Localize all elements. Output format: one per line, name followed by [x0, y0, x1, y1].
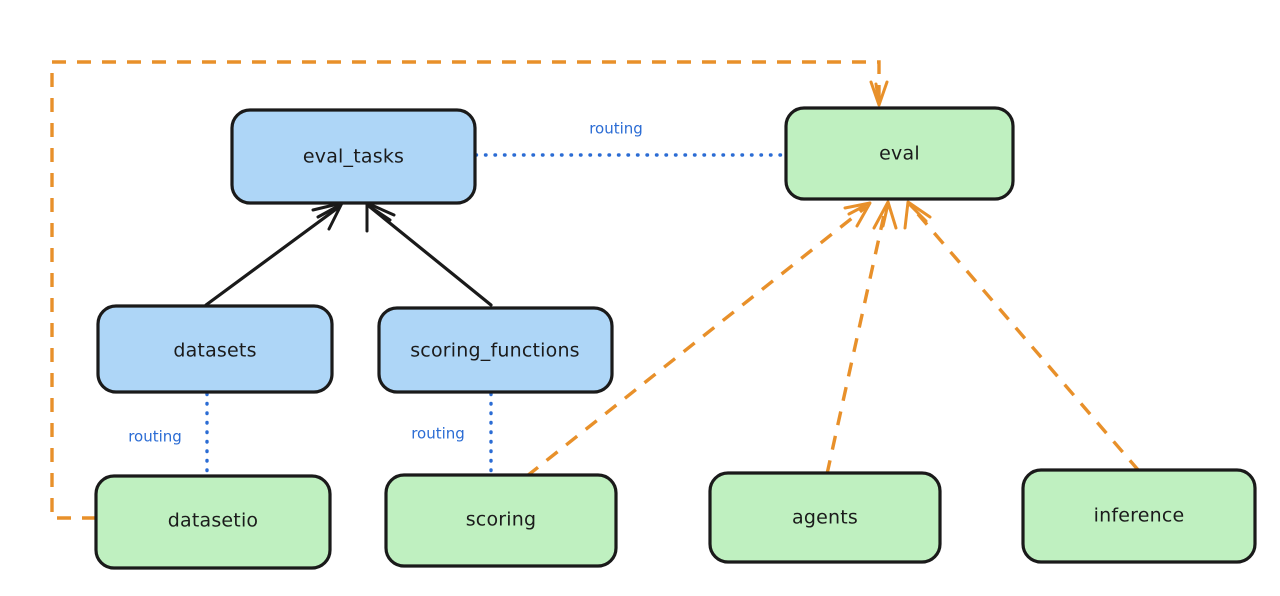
node-datasets[interactable]: datasets [96, 304, 334, 394]
node-eval[interactable]: eval [784, 106, 1015, 201]
node-datasetio-shape [94, 474, 332, 570]
edge-datasets-eval_tasks[interactable] [204, 201, 344, 307]
edge-datasetio-eval-arrowhead-inner [874, 82, 881, 106]
node-inference-label: inference [1094, 505, 1185, 527]
edge-inference-eval-path [909, 204, 1141, 473]
edge-scoring-eval-arrowhead [843, 201, 872, 228]
node-scoring-functions-shape [377, 306, 614, 394]
node-datasetio-label: datasetio [168, 510, 259, 532]
edge-agents-eval-path [825, 205, 888, 475]
node-agents-label: agents [792, 507, 858, 529]
edge-label-routing-eval: routing [589, 120, 643, 138]
edge-agents-eval[interactable] [825, 200, 898, 475]
node-eval-tasks[interactable]: eval_tasks [230, 108, 477, 205]
edge-agents-eval-arrowhead-inner [881, 202, 890, 228]
edge-agents-eval-arrowhead [872, 200, 898, 230]
edge-inference-eval-arrowhead-inner [908, 203, 928, 223]
edge-inference-eval[interactable] [903, 200, 1141, 473]
edge-label-layer: routing routing routing [128, 120, 643, 446]
edge-inference-eval-arrowhead [903, 200, 932, 230]
edge-label-routing-scoring: routing [411, 425, 465, 443]
edge-scoring_functions-eval_tasks-path [368, 205, 493, 307]
node-datasetio[interactable]: datasetio [94, 474, 332, 570]
node-layer: eval_tasks eval datasets scoring_functio… [94, 106, 1257, 570]
node-agents[interactable]: agents [708, 471, 942, 564]
node-inference-shape [1021, 468, 1257, 564]
edge-scoring-eval-path [525, 205, 868, 478]
edge-layer-composition [204, 201, 493, 307]
node-scoring-functions[interactable]: scoring_functions [377, 306, 614, 394]
edge-scoring-eval-arrowhead-inner [847, 202, 870, 216]
node-eval-tasks-label: eval_tasks [303, 146, 404, 168]
edge-scoring-eval[interactable] [525, 201, 872, 478]
node-inference[interactable]: inference [1021, 468, 1257, 564]
node-eval-shape [784, 106, 1015, 201]
edge-scoring_functions-eval_tasks-arrowhead-inner [367, 204, 392, 222]
node-datasets-label: datasets [173, 340, 256, 362]
edge-datasets-eval_tasks-arrowhead-inner [316, 203, 342, 219]
edge-datasetio-eval-path [50, 60, 881, 520]
node-scoring-functions-label: scoring_functions [410, 340, 580, 362]
node-eval-label: eval [879, 143, 920, 165]
node-agents-shape [708, 471, 942, 564]
edge-layer-dependency [50, 60, 1141, 520]
node-scoring-label: scoring [466, 509, 537, 531]
edge-label-routing-datasetio: routing [128, 428, 182, 446]
edge-datasetio-eval[interactable] [50, 60, 889, 520]
node-scoring[interactable]: scoring [384, 473, 618, 568]
node-scoring-shape [384, 473, 618, 568]
node-eval-tasks-shape [230, 108, 477, 205]
edge-datasets-eval_tasks-path [204, 205, 341, 307]
edge-scoring_functions-eval_tasks[interactable] [365, 201, 493, 307]
edge-layer-routing [205, 153, 788, 476]
node-datasets-shape [96, 304, 334, 394]
